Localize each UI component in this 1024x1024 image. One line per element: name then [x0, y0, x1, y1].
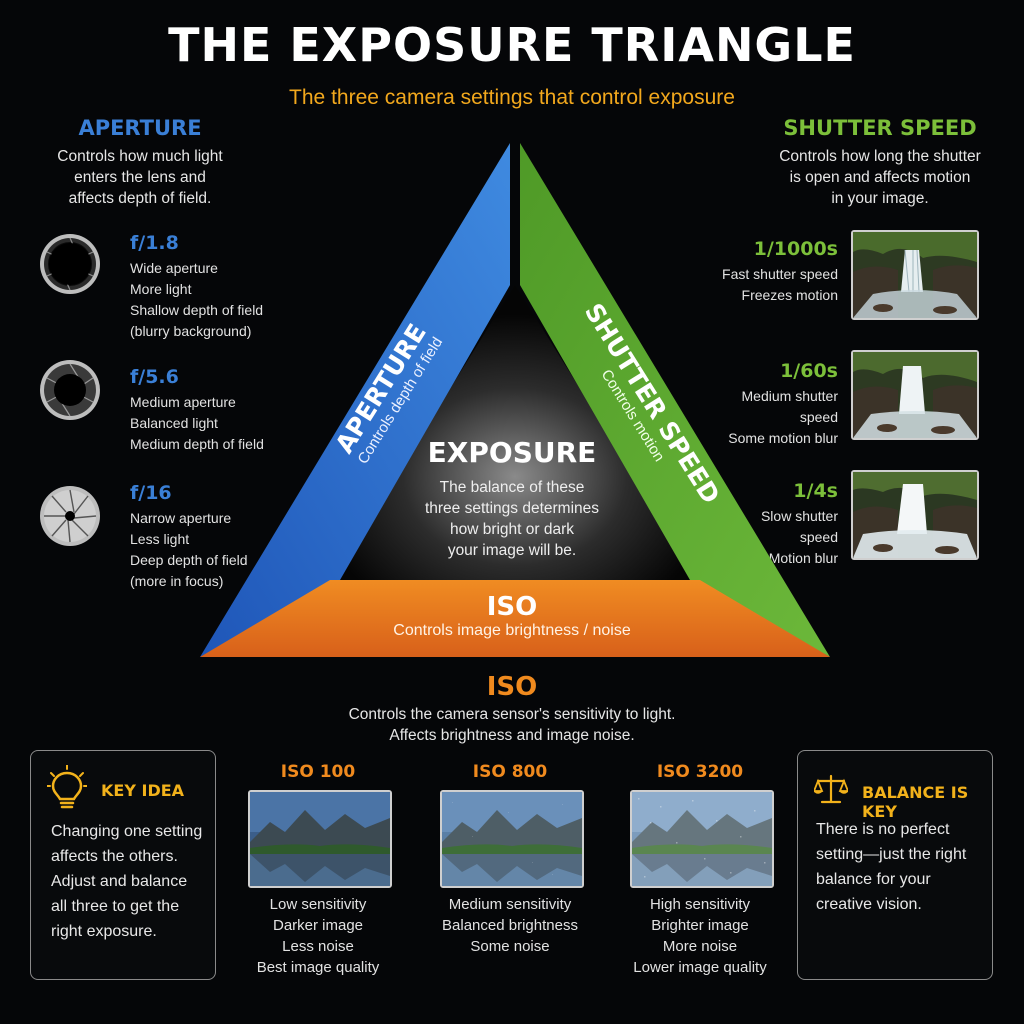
shutter-item-2: 1/60s Medium shutter speed Some motion b… — [728, 360, 838, 446]
exposure-triangle — [200, 143, 830, 657]
aperture-edge — [200, 143, 510, 657]
iso-heading: ISO — [486, 672, 538, 702]
shutter-heading: SHUTTER SPEED — [783, 116, 977, 140]
balance-title: BALANCE IS KEY — [862, 783, 969, 821]
page-subtitle: The three camera settings that control e… — [289, 86, 735, 109]
key-idea-box: KEY IDEA Changing one setting affects th… — [30, 750, 216, 980]
iso-item-3200: ISO 3200 — [656, 762, 744, 782]
waterfall-slow-image — [851, 470, 979, 560]
exposure-center: EXPOSURE The balance of these three sett… — [424, 436, 600, 559]
iso-800-image — [440, 790, 584, 888]
iso-3200-image — [630, 790, 774, 888]
iso-100-text: Low sensitivity Darker image Less noise … — [256, 896, 380, 976]
aperture-description: Controls how much light enters the lens … — [57, 148, 223, 207]
scales-icon — [814, 774, 848, 804]
balance-text: There is no perfect setting—just the rig… — [816, 821, 967, 913]
shutter-edge — [520, 143, 830, 657]
triangle-iso-label: ISO Controls image brightness / noise — [393, 592, 631, 639]
page-title: THE EXPOSURE TRIANGLE — [168, 18, 856, 72]
aperture-medium-icon — [40, 360, 100, 420]
shutter-item-1: 1/1000s Fast shutter speed Freezes motio… — [722, 238, 838, 303]
aperture-wide-icon — [40, 234, 100, 294]
shutter-item-3: 1/4s Slow shutter speed Motion blur — [760, 480, 838, 566]
aperture-item-3: f/16 Narrow aperture Less light Deep dep… — [130, 482, 248, 589]
waterfall-medium-image — [851, 350, 979, 440]
key-idea-text: Changing one setting affects the others.… — [51, 823, 203, 940]
aperture-narrow-icon — [40, 486, 100, 546]
aperture-heading: APERTURE — [78, 116, 202, 140]
iso-item-100: ISO 100 — [280, 762, 356, 782]
key-idea-title: KEY IDEA — [101, 781, 185, 800]
iso-800-text: Medium sensitivity Balanced brightness S… — [442, 896, 578, 955]
balance-box: BALANCE IS KEY There is no perfect setti… — [797, 750, 993, 980]
iso-edge — [200, 580, 830, 657]
iso-description: Controls the camera sensor's sensitivity… — [348, 706, 676, 744]
iso-3200-text: High sensitivity Brighter image More noi… — [633, 896, 767, 976]
aperture-item-2: f/5.6 Medium aperture Balanced light Med… — [130, 366, 264, 452]
waterfall-fast-image — [851, 230, 979, 320]
iso-item-800: ISO 800 — [472, 762, 548, 782]
lightbulb-icon — [47, 765, 87, 809]
shutter-description: Controls how long the shutter is open an… — [779, 148, 981, 207]
aperture-item-1: f/1.8 Wide aperture More light Shallow d… — [130, 232, 264, 339]
iso-100-image — [248, 790, 392, 888]
